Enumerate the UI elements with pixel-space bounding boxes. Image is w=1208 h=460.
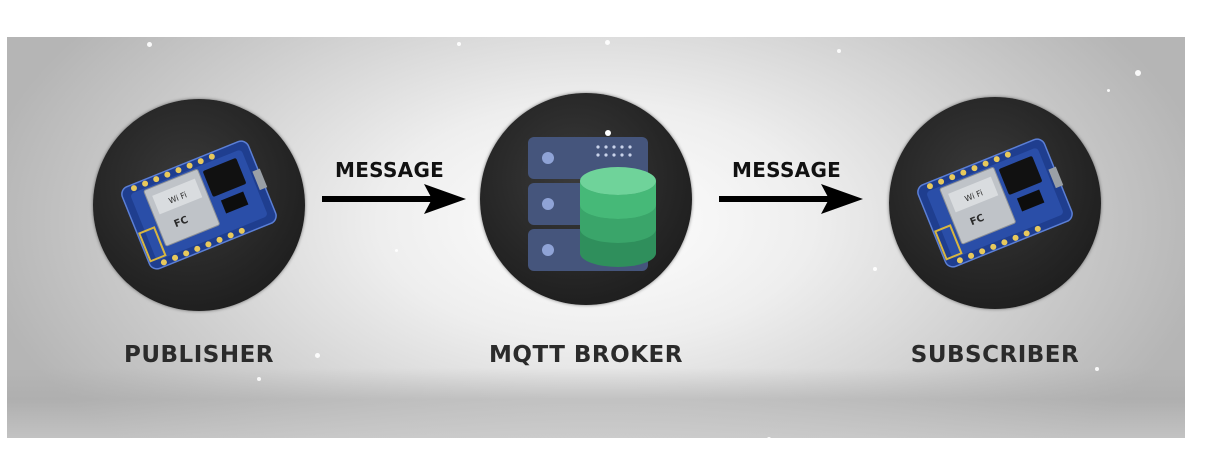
arrow-label-right: MESSAGE (732, 158, 842, 182)
subscriber-label: SUBSCRIBER (910, 342, 1080, 368)
sparkle-dot (315, 353, 320, 358)
arrow-right-icon (719, 184, 863, 214)
sparkle-dot (837, 49, 841, 53)
svg-text:FC: FC (173, 215, 190, 231)
wemos-board-icon: Wi Fi FC (121, 140, 277, 270)
sparkle-dot (257, 377, 261, 381)
sparkle-dot (147, 42, 152, 47)
sparkle-dot (395, 249, 398, 252)
sparkle-dot (873, 267, 877, 271)
sparkle-dot (1095, 367, 1099, 371)
sparkle-dot (1135, 70, 1141, 76)
broker-label: MQTT BROKER (489, 342, 683, 368)
arrow-right-icon (322, 184, 466, 214)
publisher-label: PUBLISHER (123, 342, 274, 368)
floor-shadow (7, 368, 1185, 438)
broker-node (480, 93, 692, 305)
wemos-board-icon: Wi Fi FC (917, 138, 1073, 268)
svg-text:FC: FC (969, 213, 986, 229)
sparkle-dot (457, 42, 461, 46)
sparkle-dot (605, 40, 610, 45)
sparkle-dot (767, 437, 771, 438)
subscriber-node: Wi Fi FC (889, 97, 1101, 309)
sparkle-dot (1107, 89, 1110, 92)
arrow-label-left: MESSAGE (335, 158, 445, 182)
server-database-icon (528, 130, 656, 271)
publisher-node: Wi Fi FC (93, 99, 305, 311)
